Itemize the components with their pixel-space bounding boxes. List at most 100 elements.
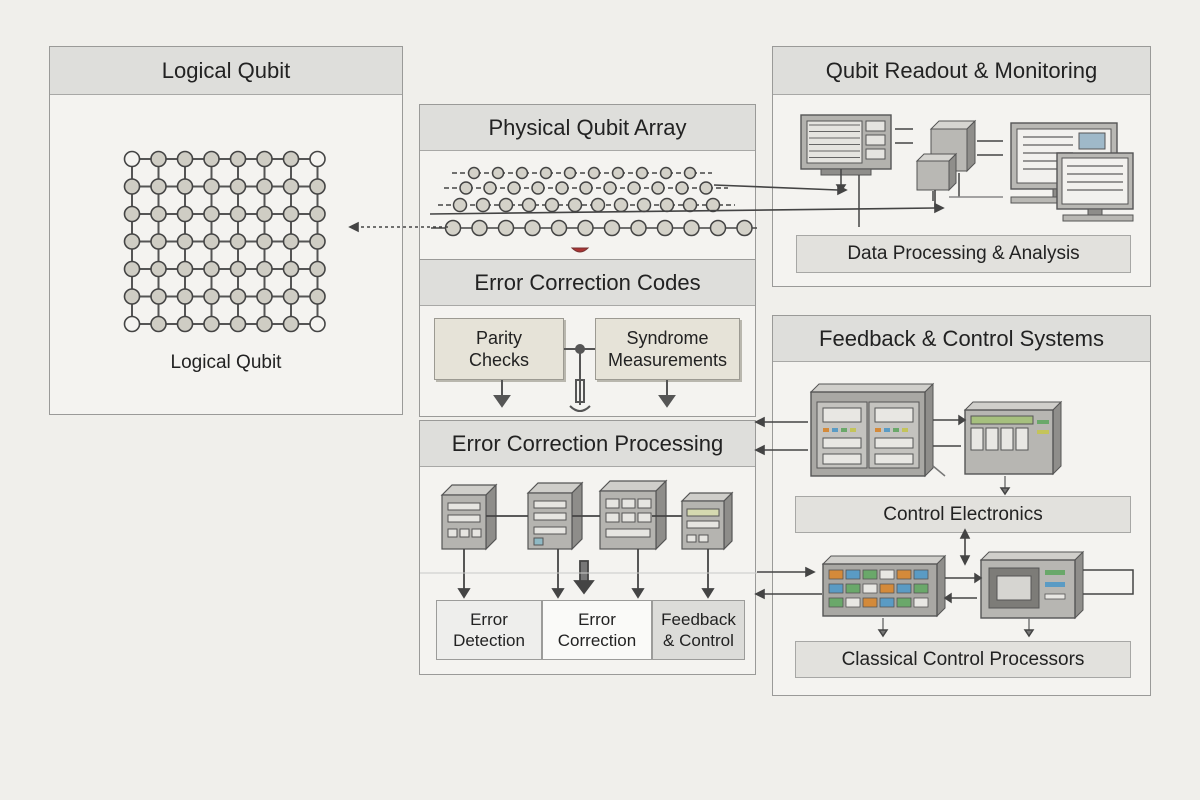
rack-server-icon bbox=[680, 491, 734, 551]
qubit-node-icon bbox=[651, 181, 665, 195]
logical-qubit-caption: Logical Qubit bbox=[170, 352, 282, 373]
qubit-node-icon bbox=[563, 166, 577, 180]
control-unit-icon bbox=[963, 400, 1063, 476]
qubit-node-icon bbox=[150, 205, 167, 223]
qubit-node-icon bbox=[309, 288, 326, 305]
qubit-node-icon bbox=[577, 219, 594, 237]
qubit-node-icon bbox=[539, 166, 553, 180]
feedback-control-systems-title: Feedback & Control Systems bbox=[773, 316, 1150, 362]
readout-instrument-icon bbox=[800, 114, 892, 176]
qubit-node-icon bbox=[309, 233, 326, 250]
qubit-node-icon bbox=[709, 219, 727, 237]
qubit-node-icon bbox=[123, 205, 141, 223]
qubit-node-icon bbox=[123, 260, 141, 278]
qubit-node-icon bbox=[309, 178, 326, 195]
qubit-node-icon bbox=[544, 197, 560, 213]
qubit-node-icon bbox=[256, 315, 273, 333]
qubit-node-icon bbox=[444, 219, 462, 237]
logical-qubit-lattice bbox=[123, 150, 326, 333]
rack-server-icon bbox=[598, 479, 668, 551]
qubit-node-icon bbox=[471, 219, 488, 237]
physical-qubit-array-title: Physical Qubit Array bbox=[420, 105, 755, 151]
qubit-node-icon bbox=[282, 205, 300, 223]
control-electronics-box: Control Electronics bbox=[795, 496, 1131, 533]
qubit-node-icon bbox=[705, 197, 721, 213]
qubit-node-icon bbox=[309, 205, 326, 223]
qubit-node-icon bbox=[150, 233, 167, 250]
feedback-control-systems-panel: Feedback & Control Systems Control Elect… bbox=[772, 315, 1151, 696]
qubit-node-icon bbox=[176, 260, 194, 278]
qubit-node-icon bbox=[459, 181, 473, 195]
error-correction-processing-title: Error Correction Processing bbox=[420, 421, 755, 467]
qubit-node-icon bbox=[256, 205, 273, 223]
qubit-node-icon bbox=[176, 315, 194, 333]
physical-qubit-array-panel: Physical Qubit Array bbox=[419, 104, 757, 260]
qubit-node-icon bbox=[579, 181, 593, 195]
qubit-node-icon bbox=[282, 233, 300, 250]
control-unit-icon bbox=[809, 382, 935, 478]
feedback-control-box: Feedback & Control bbox=[652, 600, 745, 660]
qubit-node-icon bbox=[203, 150, 220, 168]
error-correction-box: Error Correction bbox=[542, 600, 652, 660]
qubit-node-icon bbox=[203, 260, 220, 278]
qubit-node-icon bbox=[497, 219, 515, 237]
qubit-node-icon bbox=[282, 260, 300, 278]
qubit-node-icon bbox=[627, 181, 641, 195]
qubit-node-icon bbox=[635, 166, 649, 180]
qubit-node-icon bbox=[150, 315, 167, 333]
sensor-cube-icon bbox=[929, 119, 977, 173]
error-correction-codes-title: Error Correction Codes bbox=[420, 260, 755, 306]
qubit-node-icon bbox=[123, 233, 141, 250]
qubit-node-icon bbox=[123, 288, 141, 305]
qubit-node-icon bbox=[150, 260, 167, 278]
qubit-node-icon bbox=[229, 260, 247, 278]
qubit-readout-panel: Qubit Readout & Monitoring Data Processi… bbox=[772, 46, 1151, 287]
qubit-node-icon bbox=[659, 166, 673, 180]
sensor-cube-icon bbox=[915, 152, 958, 192]
qubit-node-icon bbox=[203, 315, 220, 333]
qubit-node-icon bbox=[452, 197, 468, 213]
qubit-node-icon bbox=[675, 181, 689, 195]
processing-servers bbox=[420, 479, 757, 599]
qubit-node-icon bbox=[475, 197, 491, 213]
logical-qubit-title: Logical Qubit bbox=[50, 47, 402, 95]
qubit-node-icon bbox=[309, 260, 326, 278]
error-correction-processing-panel: Error Correction Processing Error Detect… bbox=[419, 420, 757, 675]
qubit-node-icon bbox=[256, 178, 273, 195]
error-detection-box: Error Detection bbox=[436, 600, 542, 660]
processor-unit-icon bbox=[821, 554, 947, 618]
qubit-node-icon bbox=[176, 150, 194, 168]
qubit-node-icon bbox=[603, 219, 621, 237]
qubit-node-icon bbox=[150, 150, 167, 168]
qubit-node-icon bbox=[656, 219, 674, 237]
qubit-node-icon bbox=[282, 288, 300, 305]
qubit-node-icon bbox=[229, 178, 247, 195]
qubit-node-icon bbox=[699, 181, 713, 195]
qubit-node-icon bbox=[521, 197, 537, 213]
qubit-node-icon bbox=[603, 181, 617, 195]
qubit-node-icon bbox=[309, 150, 326, 168]
classical-processors-box: Classical Control Processors bbox=[795, 641, 1131, 678]
qubit-node-icon bbox=[229, 288, 247, 305]
qubit-node-icon bbox=[176, 288, 194, 305]
qubit-node-icon bbox=[515, 166, 529, 180]
control-equipment bbox=[809, 382, 1134, 638]
readout-equipment bbox=[800, 114, 1134, 227]
parity-checks-box: Parity Checks bbox=[434, 318, 564, 380]
syndrome-measurements-box: Syndrome Measurements bbox=[595, 318, 740, 380]
qubit-node-icon bbox=[683, 166, 697, 180]
qubit-node-icon bbox=[555, 181, 569, 195]
qubit-node-icon bbox=[229, 150, 247, 168]
qubit-node-icon bbox=[498, 197, 514, 213]
qubit-node-icon bbox=[550, 219, 568, 237]
qubit-node-icon bbox=[229, 205, 247, 223]
qubit-node-icon bbox=[587, 166, 601, 180]
error-correction-codes-panel: Error Correction Codes Parity Checks Syn… bbox=[419, 259, 756, 417]
qubit-node-icon bbox=[309, 315, 326, 333]
qubit-node-icon bbox=[176, 178, 194, 195]
qubit-node-icon bbox=[229, 315, 247, 333]
qubit-node-icon bbox=[491, 166, 505, 180]
qubit-node-icon bbox=[524, 219, 541, 237]
qubit-node-icon bbox=[203, 233, 220, 250]
